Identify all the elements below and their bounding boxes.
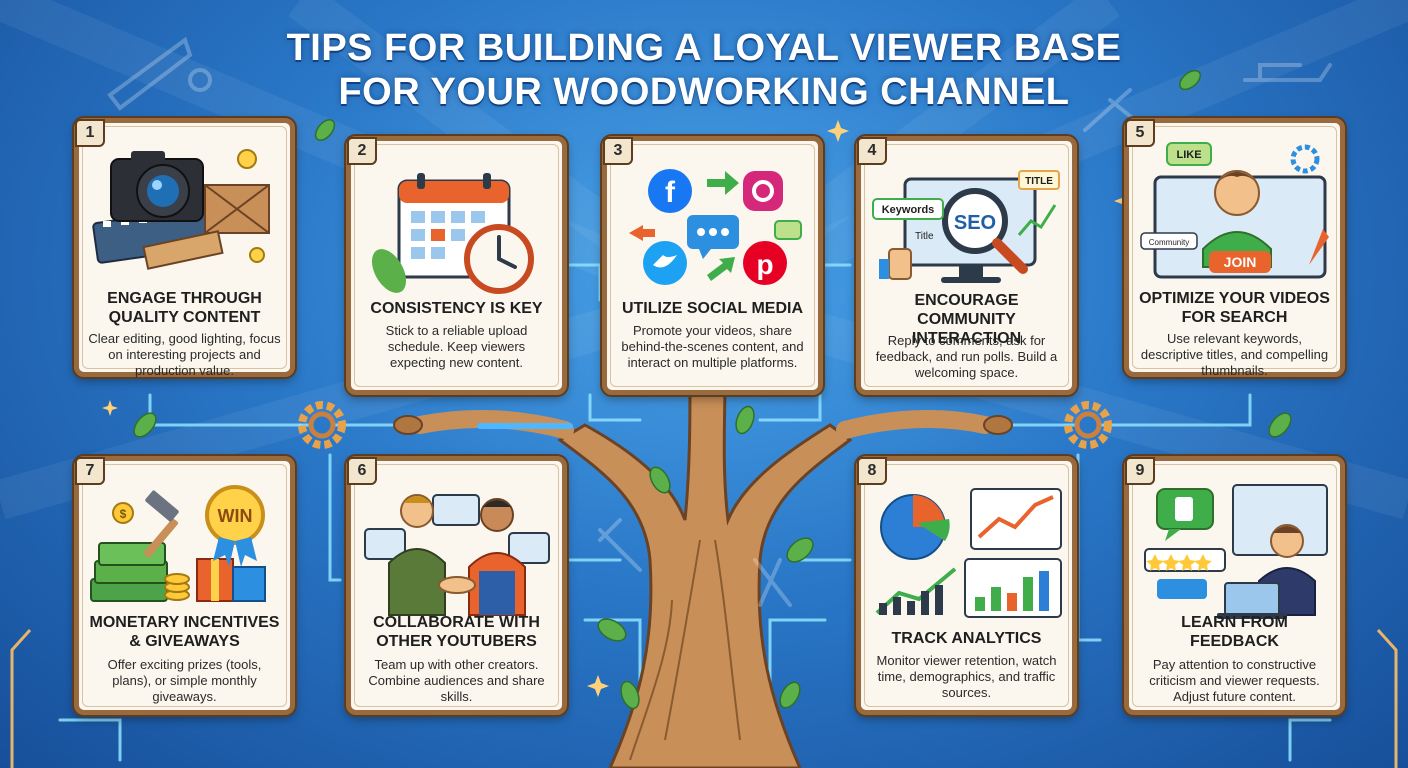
gear-icon-left — [298, 401, 346, 449]
pinterest-icon: p — [743, 241, 787, 285]
person-right — [468, 498, 526, 616]
card-number: 3 — [603, 137, 633, 165]
tip-card-8: 8 TRACK ANALYTICS Monitor viewer retenti… — [856, 456, 1077, 715]
card-description: Stick to a reliable upload schedule. Kee… — [385, 323, 528, 370]
tip-card-7: 7 $ WIN MONETARY INCENTIVES & GIVEAWAYS … — [74, 456, 295, 715]
social-media-icons: f p — [629, 169, 802, 285]
facebook-icon: f — [648, 169, 692, 213]
seo-monitor-icon: SEO Keywords TITLE Title — [872, 170, 1060, 283]
coin-stack-icon — [164, 573, 190, 601]
money-gift-win-icon: $ WIN — [90, 485, 266, 602]
tip-card-1: 1 ENGAGE THROUGH QUALITY CONTENT Clear e… — [74, 118, 295, 378]
join-button-label: JOIN — [1224, 254, 1257, 270]
card-title: LEARN FROM FEEDBACK — [1181, 614, 1288, 650]
title-small-label: Title — [915, 231, 934, 242]
card-title: ENCOURAGE COMMUNITY INTERACTION — [911, 292, 1022, 347]
tip-card-4: 4 SEO Keywords TITLE Title ENCOURAGE COM… — [856, 136, 1077, 395]
card-number: 4 — [857, 137, 887, 165]
seo-label: SEO — [954, 212, 996, 234]
card-number: 7 — [75, 457, 105, 485]
thumbs-up-icon — [879, 248, 912, 280]
chat-bubble-icon — [687, 215, 739, 259]
calendar-clock-icon — [371, 173, 534, 294]
page-title: TIPS FOR BUILDING A LOYAL VIEWER BASE FO… — [250, 26, 1158, 114]
card-description: Clear editing, good lighting, focus on i… — [88, 331, 281, 378]
keywords-tag: Keywords — [882, 204, 935, 216]
card-number: 5 — [1125, 119, 1155, 147]
arrow-icons — [707, 171, 739, 281]
coin-label: $ — [120, 507, 127, 521]
tip-card-9: 9 LEARN FROM FEEDBACK Pay attention to c… — [1124, 456, 1345, 715]
card-number: 8 — [857, 457, 887, 485]
cash-stack-icon — [90, 542, 168, 602]
card-description: Offer exciting prizes (tools, plans), or… — [107, 657, 262, 704]
title-line-1: TIPS FOR BUILDING A LOYAL VIEWER BASE — [286, 27, 1122, 69]
person-icon — [1258, 524, 1316, 616]
collaborators-handshake-icon — [364, 494, 550, 616]
svg-text:p: p — [756, 249, 773, 280]
gear-icon — [1290, 144, 1320, 174]
rocket-icon — [1309, 229, 1329, 265]
like-bubble-label: LIKE — [1176, 149, 1201, 161]
thumbs-up-bubble-icon — [1156, 488, 1214, 541]
feedback-laptop-icon — [1144, 484, 1328, 619]
community-bubble-label: Community — [1149, 238, 1189, 247]
laptop-icon — [1217, 582, 1287, 619]
card-title: MONETARY INCENTIVES & GIVEAWAYS — [89, 614, 280, 650]
twitter-icon — [643, 241, 687, 285]
person-left — [388, 494, 446, 616]
gear-icon-right — [1064, 401, 1112, 449]
card-title: CONSISTENCY IS KEY — [370, 300, 543, 317]
tip-card-3: 3 f p UTILIZE SOCIAL MEDIA Promote your … — [602, 136, 823, 395]
svg-text:f: f — [665, 176, 676, 209]
card-number: 6 — [347, 457, 377, 485]
title-tag: TITLE — [1025, 176, 1053, 187]
tip-card-6: 6 COLLABORATE WITH OTHER YOUTUBERS Team … — [346, 456, 567, 715]
analytics-charts-icon — [875, 488, 1062, 618]
star-rating-icon — [1144, 548, 1226, 572]
card-description: Promote your videos, share behind-the-sc… — [621, 323, 804, 370]
card-title: COLLABORATE WITH OTHER YOUTUBERS — [373, 614, 540, 650]
card-description: Team up with other creators. Combine aud… — [368, 657, 545, 704]
instagram-icon — [743, 171, 783, 211]
card-number: 2 — [347, 137, 377, 165]
tip-card-5: 5 JOIN LIKE Community OPTIMIZE YOUR VIDE… — [1124, 118, 1345, 378]
card-title: UTILIZE SOCIAL MEDIA — [621, 300, 804, 317]
creator-join-icon: JOIN LIKE Community — [1140, 142, 1329, 279]
handshake-icon — [438, 576, 476, 594]
tip-card-2: 2 CONSISTENCY IS KEY Stick to a reliable… — [346, 136, 567, 395]
win-badge-icon — [205, 485, 265, 567]
card-number: 9 — [1125, 457, 1155, 485]
gift-box-icon — [196, 558, 266, 602]
win-badge-label: WIN — [218, 506, 253, 526]
card-number: 1 — [75, 119, 105, 147]
card-description: Pay attention to constructive criticism … — [1149, 657, 1320, 704]
tree-illustration — [133, 69, 1292, 768]
card-description: Monitor viewer retention, watch time, de… — [876, 653, 1057, 700]
hammer-icon — [143, 490, 179, 558]
card-description: Reply to comments, ask for feedback, and… — [875, 333, 1058, 380]
pie-chart-icon — [880, 494, 950, 560]
camera-film-wood-icon — [92, 149, 270, 270]
title-line-2: FOR YOUR WOODWORKING CHANNEL — [338, 71, 1070, 113]
card-title: OPTIMIZE YOUR VIDEOS FOR SEARCH — [1139, 290, 1330, 326]
card-title: TRACK ANALYTICS — [891, 630, 1042, 647]
card-description: Use relevant keywords, descriptive title… — [1140, 331, 1329, 378]
card-title: ENGAGE THROUGH QUALITY CONTENT — [107, 290, 262, 326]
